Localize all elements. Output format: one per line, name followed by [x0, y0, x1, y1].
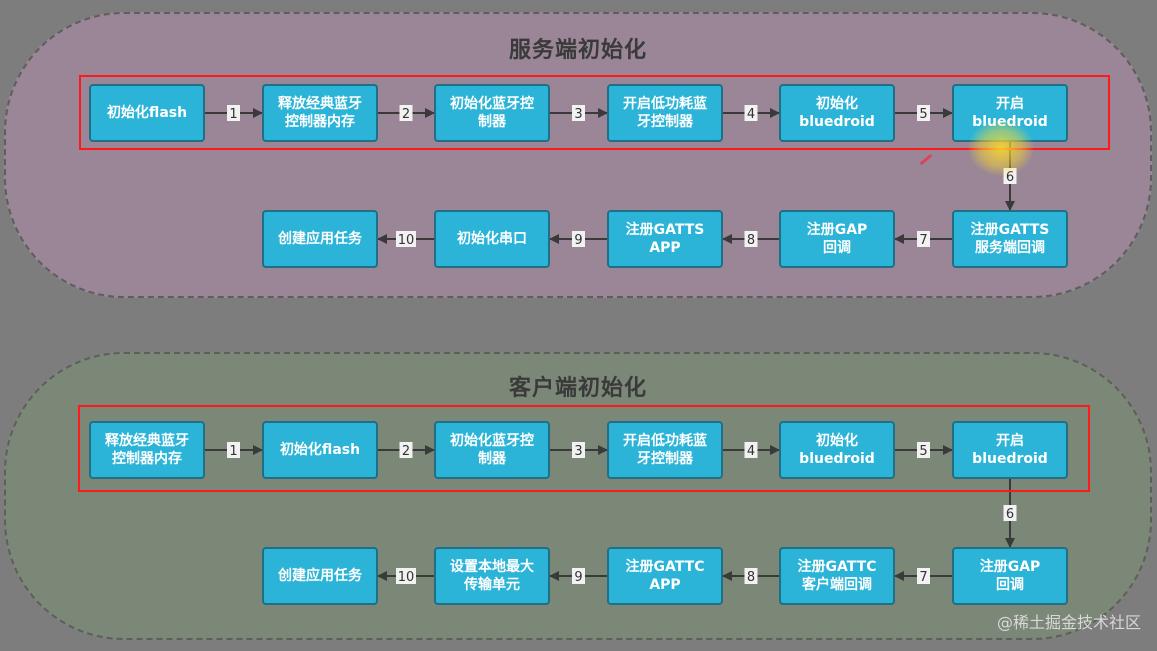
client-step-node: 注册GATTC APP	[607, 547, 723, 605]
server-step-node: 注册GATTS 服务端回调	[952, 210, 1068, 268]
client-arrow-label-bg	[399, 442, 413, 458]
server-arrow-label-bg	[744, 231, 758, 247]
server-step-node: 注册GAP 回调	[779, 210, 895, 268]
server-step-node: 释放经典蓝牙 控制器内存	[262, 84, 378, 142]
server-highlight-box	[79, 75, 1110, 150]
client-arrow-label-bg	[744, 568, 758, 584]
server-arrow-label-bg	[744, 105, 758, 121]
server-arrow-label-bg	[227, 105, 240, 121]
client-arrow-label: 1	[229, 444, 237, 459]
server-arrow-label: 7	[919, 233, 927, 248]
client-arrow-label-bg	[396, 568, 416, 584]
server-arrow-label: 5	[919, 107, 927, 122]
server-arrow-label-bg	[917, 105, 930, 121]
server-step-node: 注册GATTS APP	[607, 210, 723, 268]
client-arrow-label-bg	[917, 442, 930, 458]
client-arrow-label: 4	[747, 444, 755, 459]
server-step-node: 初始化 bluedroid	[779, 84, 895, 142]
client-arrow-label: 3	[574, 444, 582, 459]
server-arrow-label: 9	[574, 233, 582, 248]
client-arrow-label-bg	[917, 568, 930, 584]
server-step-node: 开启低功耗蓝 牙控制器	[607, 84, 723, 142]
server-step-node: 初始化蓝牙控 制器	[434, 84, 550, 142]
client-arrow-label: 6	[1006, 507, 1014, 522]
server-arrow-label: 2	[402, 107, 410, 122]
client-step-node: 初始化flash	[262, 421, 378, 479]
server-arrow-label: 3	[574, 107, 582, 122]
client-arrow-label-bg	[227, 442, 240, 458]
client-step-node: 注册GATTC 客户端回调	[779, 547, 895, 605]
server-arrow-label: 6	[1006, 170, 1014, 185]
client-arrow-label: 5	[919, 444, 927, 459]
client-arrow-label-bg	[744, 442, 758, 458]
server-arrow-label-bg	[572, 105, 585, 121]
server-init-panel: 服务端初始化	[4, 12, 1152, 298]
watermark: @稀土掘金技术社区	[996, 613, 1141, 632]
client-step-node: 注册GAP 回调	[952, 547, 1068, 605]
server-arrow-label-bg	[917, 231, 930, 247]
server-arrow-label-bg	[572, 231, 585, 247]
client-step-node: 初始化 bluedroid	[779, 421, 895, 479]
server-arrow-label: 4	[747, 107, 755, 122]
client-step-node: 初始化蓝牙控 制器	[434, 421, 550, 479]
client-arrow-label: 7	[919, 570, 927, 585]
server-step-node: 初始化flash	[89, 84, 205, 142]
client-step-node: 释放经典蓝牙 控制器内存	[89, 421, 205, 479]
server-arrow-label: 8	[747, 233, 755, 248]
server-arrow-label: 10	[398, 233, 415, 248]
server-arrow-label: 1	[229, 107, 237, 122]
client-step-node: 创建应用任务	[262, 547, 378, 605]
server-step-node: 创建应用任务	[262, 210, 378, 268]
client-arrow-label: 8	[747, 570, 755, 585]
client-arrow-label-bg	[572, 442, 585, 458]
server-init-title: 服务端初始化	[508, 38, 647, 63]
client-arrow-label: 10	[398, 570, 415, 585]
server-step-node: 初始化串口	[434, 210, 550, 268]
server-arrow-label-bg	[399, 105, 413, 121]
client-arrow-label: 2	[402, 444, 410, 459]
server-arrow-label-bg	[396, 231, 416, 247]
client-arrow-label-bg	[572, 568, 585, 584]
client-arrow-label-bg	[1003, 505, 1017, 521]
client-arrow-label: 9	[574, 570, 582, 585]
client-step-node: 设置本地最大 传输单元	[434, 547, 550, 605]
client-init-title: 客户端初始化	[508, 376, 647, 401]
client-highlight-box	[78, 405, 1090, 492]
client-step-node: 开启 bluedroid	[952, 421, 1068, 479]
client-step-node: 开启低功耗蓝 牙控制器	[607, 421, 723, 479]
